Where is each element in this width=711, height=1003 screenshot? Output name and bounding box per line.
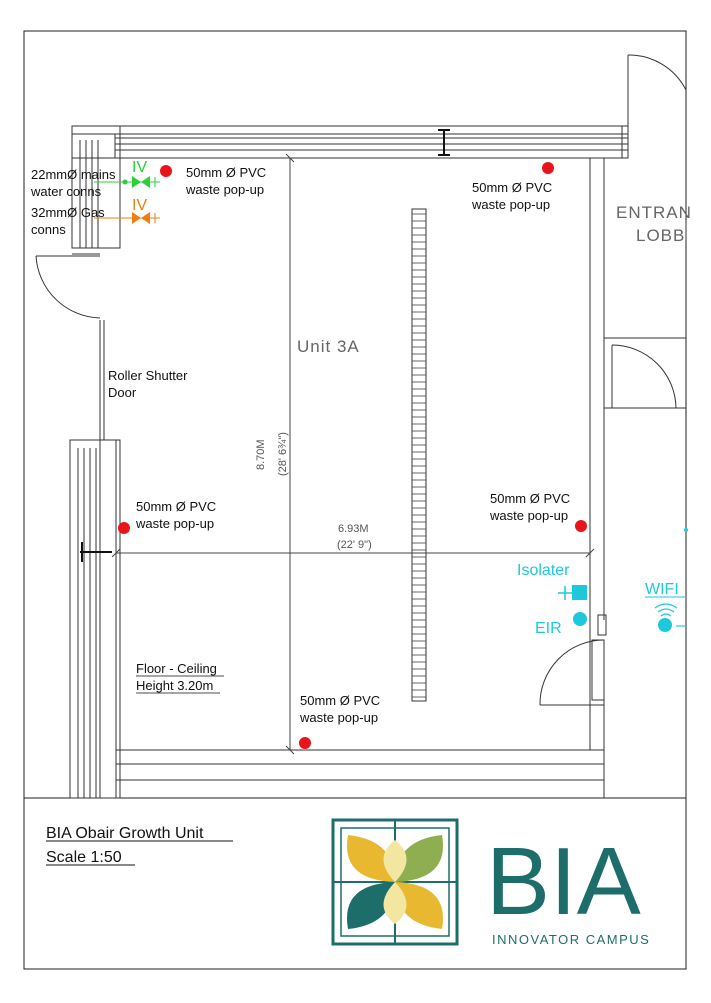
roller-shutter-label-2: Door — [108, 385, 137, 400]
dim-horizontal-ft: (22' 9") — [337, 539, 372, 551]
dim-vertical-m: 8.70M — [255, 439, 267, 470]
waste-popup-dot — [299, 737, 311, 749]
floor-ceiling-label-2: Height 3.20m — [136, 678, 213, 693]
water-valve-icon — [94, 176, 160, 188]
brand-tagline: INNOVATOR CAMPUS — [492, 932, 650, 947]
gas-conn-label-2: conns — [31, 222, 66, 237]
sheet-border — [23, 30, 687, 970]
isolater-label: Isolater — [517, 562, 570, 579]
waste-popup-dot — [160, 165, 172, 177]
waste-label: 50mm Ø PVC — [186, 165, 266, 180]
dim-horizontal-m: 6.93M — [338, 523, 369, 535]
waste-label: waste pop-up — [471, 197, 550, 212]
brand-name: BIA — [486, 828, 641, 935]
water-conn-label: 22mmØ mains — [31, 167, 116, 182]
waste-label: waste pop-up — [135, 516, 214, 531]
service-dot-icon — [684, 528, 688, 532]
gas-conn-label: 32mmØ Gas — [31, 205, 105, 220]
wall-markers — [80, 129, 450, 562]
waste-label: waste pop-up — [185, 182, 264, 197]
wifi-point-icon — [658, 618, 672, 632]
dimension-lines — [111, 153, 595, 755]
waste-popup-dot — [118, 522, 130, 534]
eir-socket-icon — [573, 612, 587, 626]
waste-label: waste pop-up — [299, 710, 378, 725]
walls — [69, 55, 687, 799]
waste-label: 50mm Ø PVC — [490, 491, 570, 506]
bench-hatch — [412, 213, 426, 698]
doors — [35, 54, 687, 706]
waste-label: waste pop-up — [489, 508, 568, 523]
eir-label: EIR — [535, 620, 562, 637]
unit-label: Unit 3A — [297, 337, 360, 356]
gas-iv-label: IV — [132, 197, 147, 214]
wifi-icon — [654, 603, 678, 617]
entrance-label: ENTRAN — [616, 203, 692, 222]
isolater-icon — [572, 585, 587, 600]
waste-popup-dot — [575, 520, 587, 532]
water-conn-label-2: water conns — [30, 184, 102, 199]
dim-vertical-ft: (28' 6¾") — [277, 432, 289, 476]
waste-popup-dot — [542, 162, 554, 174]
roller-shutter-label: Roller Shutter — [108, 368, 188, 383]
water-iv-label: IV — [132, 159, 147, 176]
floor-ceiling-label: Floor - Ceiling — [136, 661, 217, 676]
lobby-label: LOBB — [636, 226, 685, 245]
bia-logo-icon — [331, 818, 459, 946]
waste-label: 50mm Ø PVC — [472, 180, 552, 195]
drawing-title: BIA Obair Growth Unit — [46, 825, 204, 842]
wifi-label: WIFI — [645, 581, 679, 598]
gas-valve-icon — [94, 212, 160, 224]
waste-label: 50mm Ø PVC — [300, 693, 380, 708]
waste-label: 50mm Ø PVC — [136, 499, 216, 514]
drawing-scale: Scale 1:50 — [46, 849, 122, 866]
